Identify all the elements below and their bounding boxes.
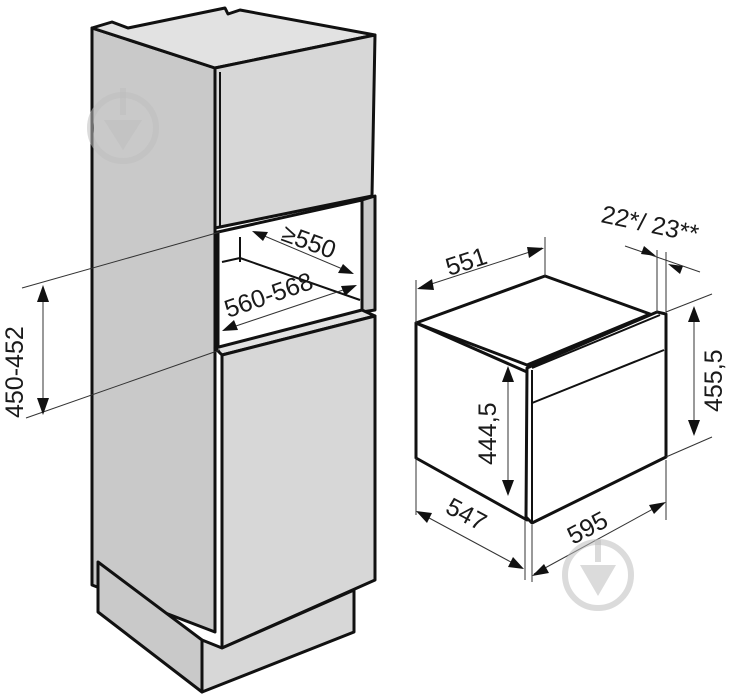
dimension-body-height: 444,5	[474, 366, 514, 496]
niche-height-label: 450-452	[1, 326, 29, 418]
front-height-label: 455,5	[700, 349, 728, 412]
built-in-oven	[414, 274, 668, 525]
tall-cabinet	[90, 6, 377, 694]
dimension-front-thickness: 22*/ 23**	[599, 200, 702, 312]
cabinet-lower-door	[220, 314, 377, 650]
download-arrow-circle-icon	[87, 88, 159, 164]
cabinet-plinth-front	[200, 588, 356, 694]
dimension-niche-height: 450-452	[1, 231, 221, 419]
cabinet-upper-door	[213, 33, 377, 230]
body-depth-label: 551	[442, 242, 490, 282]
body-width-label: 547	[441, 493, 491, 537]
dimension-front-height: 455,5	[665, 293, 728, 458]
download-arrow-circle-icon	[562, 539, 634, 611]
cabinet-niche-side	[360, 194, 377, 314]
front-thickness-label: 22*/ 23**	[599, 200, 702, 248]
body-height-label: 444,5	[474, 402, 502, 465]
